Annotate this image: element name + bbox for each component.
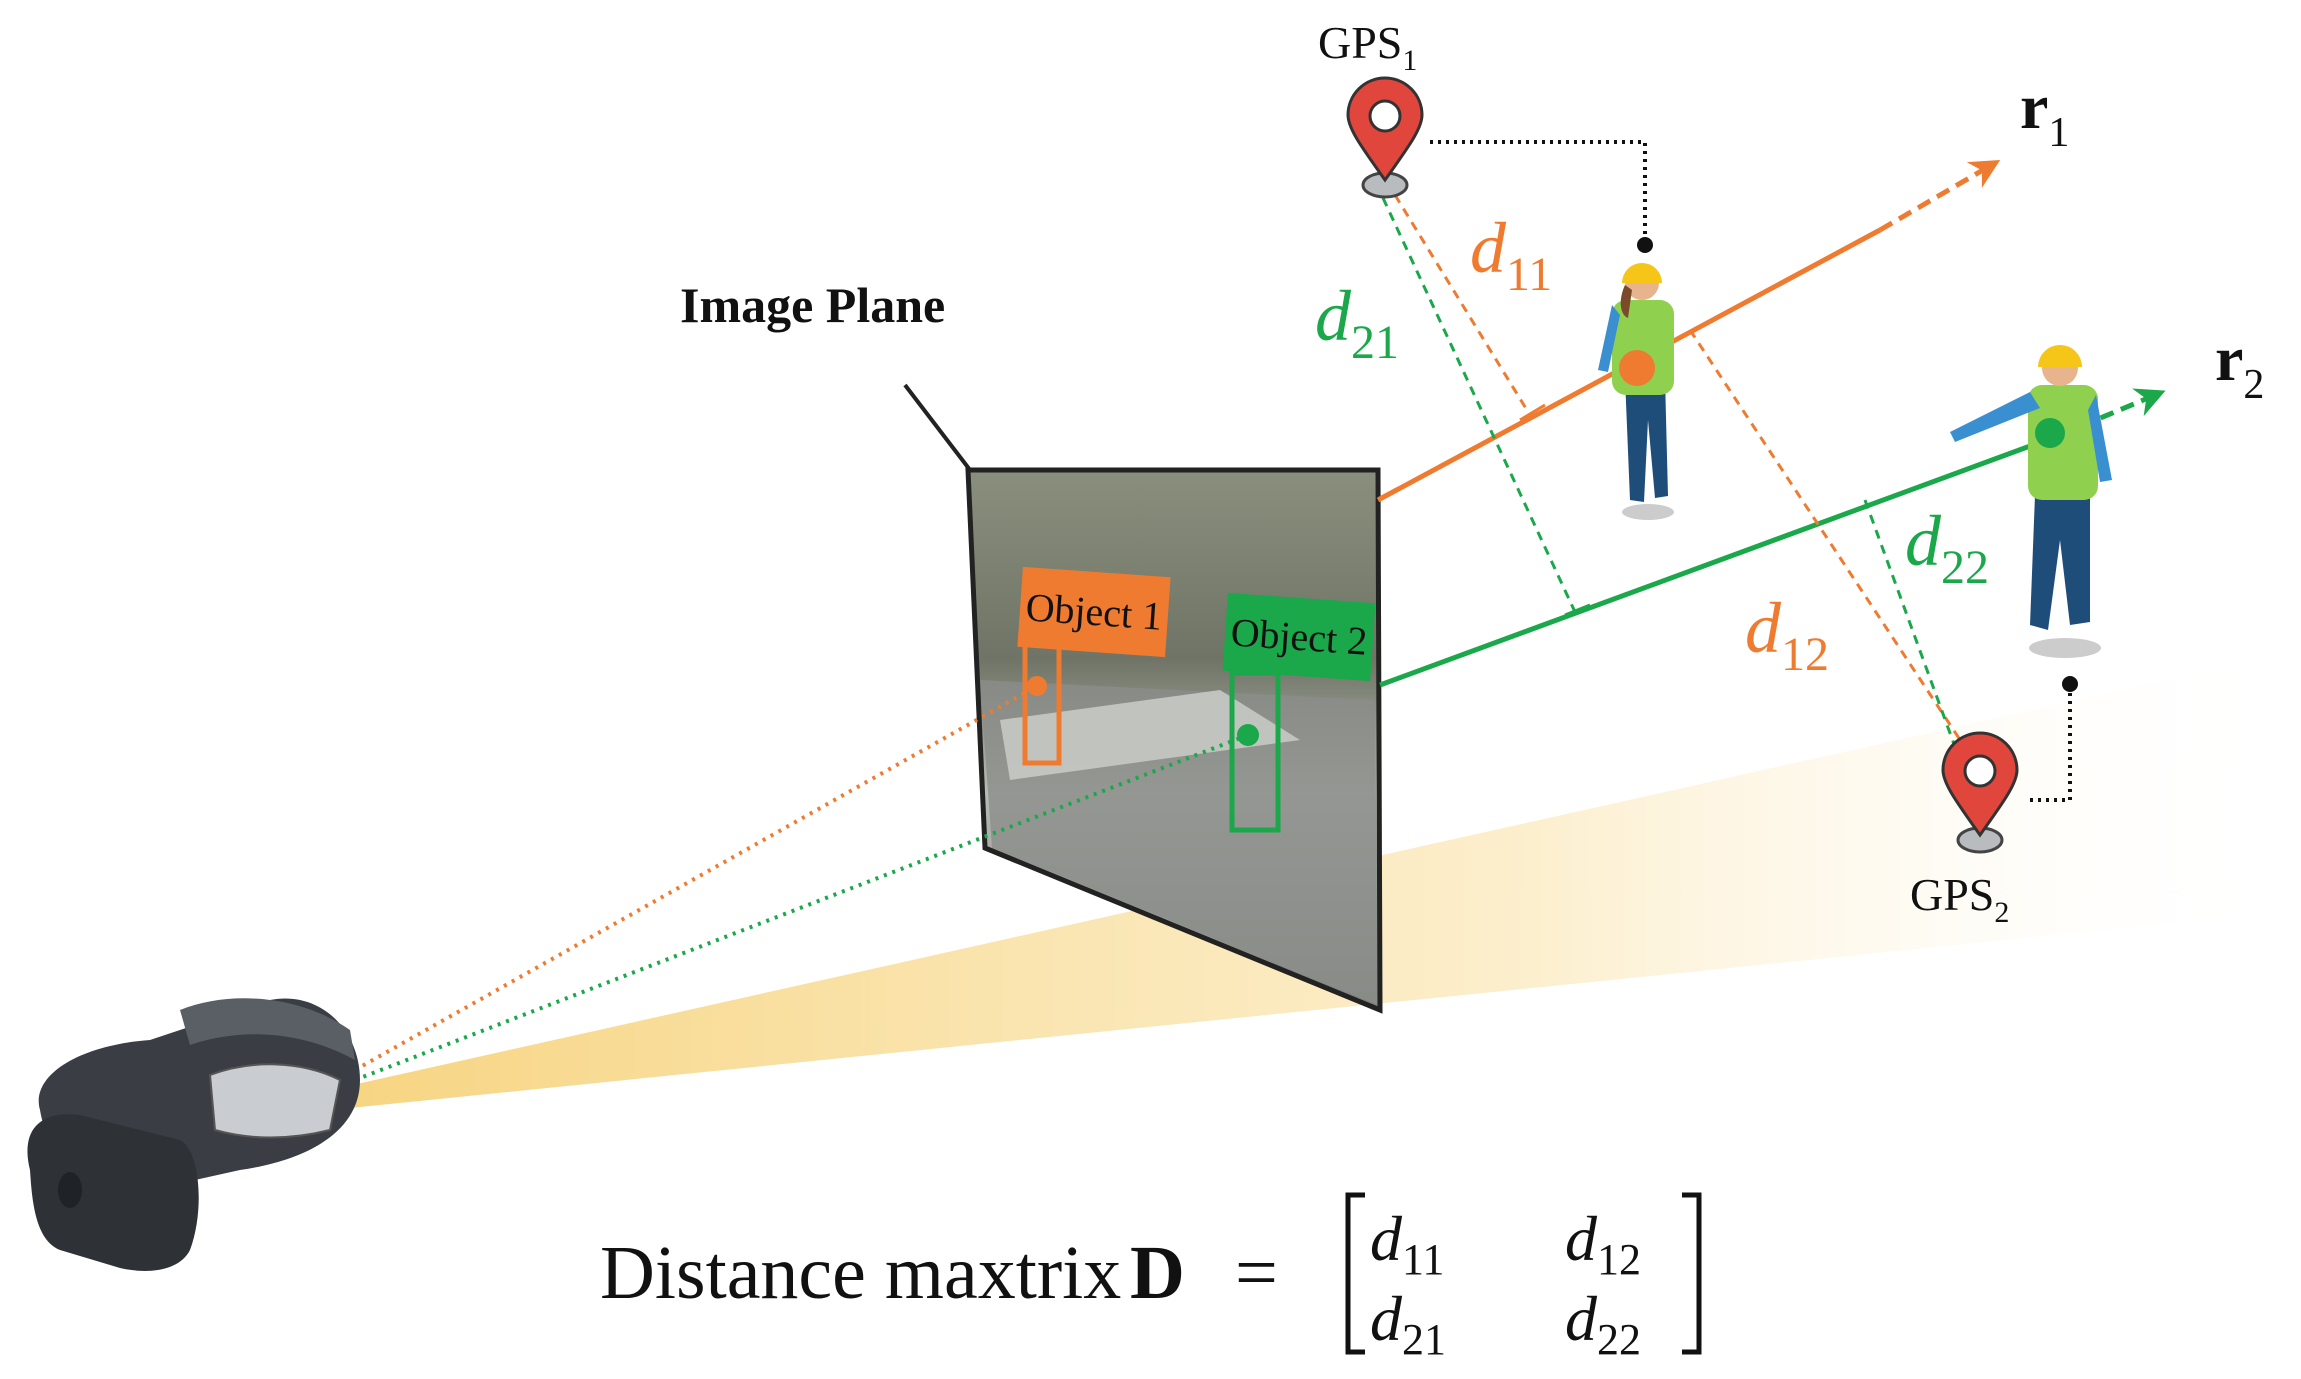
d21-label: d21 <box>1315 276 1399 369</box>
object2-label: Object 2 <box>1229 609 1368 663</box>
hololens-headset <box>27 998 360 1271</box>
r1-label: r1 <box>2020 71 2069 156</box>
worker1-center-dot <box>1619 350 1655 386</box>
object1-label: Object 1 <box>1024 584 1163 638</box>
ray1-dashed <box>1880 163 1995 230</box>
image-plane-label: Image Plane <box>680 277 945 333</box>
equation-symbol: D <box>1130 1231 1185 1315</box>
worker2-figure <box>1950 345 2112 658</box>
d11-label: d11 <box>1470 208 1552 301</box>
gps1-marker <box>1348 78 1422 197</box>
matrix-d11: d11 <box>1370 1203 1444 1284</box>
gps1-connector <box>1430 142 1645 240</box>
equation-equals: = <box>1235 1231 1278 1315</box>
image-plane-leader-line <box>905 385 970 470</box>
matrix-d12: d12 <box>1565 1203 1641 1284</box>
matrix-d21: d21 <box>1370 1283 1446 1364</box>
worker1-figure <box>1598 263 1674 520</box>
equation-prefix: Distance maxtrix <box>600 1231 1121 1315</box>
matrix-left-bracket <box>1348 1195 1365 1352</box>
matrix-right-bracket <box>1682 1195 1699 1352</box>
d22-label: d22 <box>1905 501 1989 594</box>
gps1-connector-end <box>1637 237 1653 253</box>
gps1-label: GPS1 <box>1318 17 1417 77</box>
gps2-connector-end <box>2062 676 2078 692</box>
distance-matrix-equation: Distance maxtrix D = d11 d12 d21 d22 <box>600 1195 1699 1364</box>
r2-label: r2 <box>2215 323 2264 408</box>
worker2-center-dot <box>2035 418 2065 448</box>
matrix-d22: d22 <box>1565 1283 1641 1364</box>
d12-label: d12 <box>1745 588 1829 681</box>
d11-line <box>1395 195 1530 415</box>
